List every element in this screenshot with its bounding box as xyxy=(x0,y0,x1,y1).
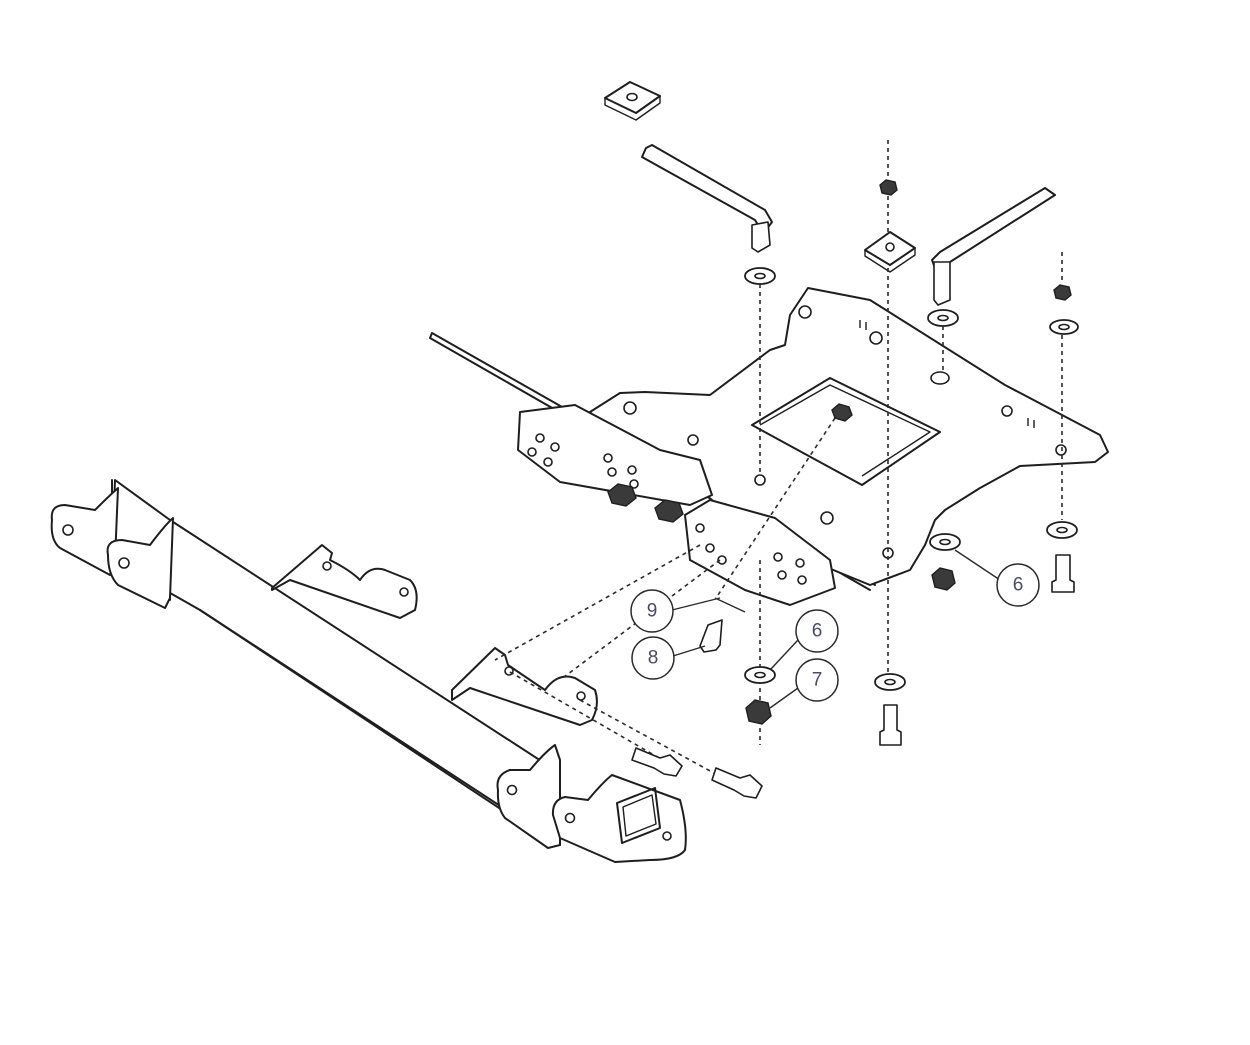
center-nut xyxy=(745,699,772,725)
mount-plate-body xyxy=(589,287,1109,586)
callout-7-label: 7 xyxy=(812,670,823,691)
plate-side-flange-left xyxy=(517,404,713,506)
right-end-bracket-1 xyxy=(496,744,561,849)
callout-8: 8 xyxy=(631,636,675,680)
left-end-bracket-2 xyxy=(106,517,174,609)
top-nut xyxy=(879,179,898,196)
top-hardware xyxy=(604,81,1079,335)
right-center-bolt xyxy=(879,704,902,746)
plate-nut-right xyxy=(931,567,956,591)
callout-7: 7 xyxy=(795,658,839,702)
callout-9-label: 9 xyxy=(647,601,658,622)
clip-9 xyxy=(714,597,746,613)
callout-8-label: 8 xyxy=(648,648,659,669)
callout-6-center-label: 6 xyxy=(812,621,823,642)
lower-frame xyxy=(50,479,687,863)
lower-bolt-1 xyxy=(631,747,683,777)
callout-6-right: 6 xyxy=(996,563,1040,607)
strap-bolt-2 xyxy=(931,187,1056,271)
receiver-square-opening xyxy=(616,787,661,844)
left-end-bracket-1 xyxy=(50,487,119,576)
bottom-hardware xyxy=(631,521,1078,799)
pin-bolt-8 xyxy=(699,619,723,653)
flange-nut-2 xyxy=(654,499,684,523)
callout-6-center: 6 xyxy=(795,609,839,653)
lower-bolt-2 xyxy=(711,767,763,799)
callout-6-right-label: 6 xyxy=(1013,575,1024,596)
flange-nut-1 xyxy=(607,483,637,507)
far-right-bolt xyxy=(1051,554,1075,593)
callout-9: 9 xyxy=(630,589,674,633)
mid-bracket-upper xyxy=(271,544,418,619)
strap-bolt-1 xyxy=(641,144,773,231)
mid-bracket-lower xyxy=(451,647,598,726)
callouts: 6 9 8 6 7 xyxy=(630,549,1040,709)
right-top-nut xyxy=(1053,284,1072,301)
mount-plate xyxy=(429,287,1109,606)
plate-square-cutout xyxy=(751,377,941,486)
